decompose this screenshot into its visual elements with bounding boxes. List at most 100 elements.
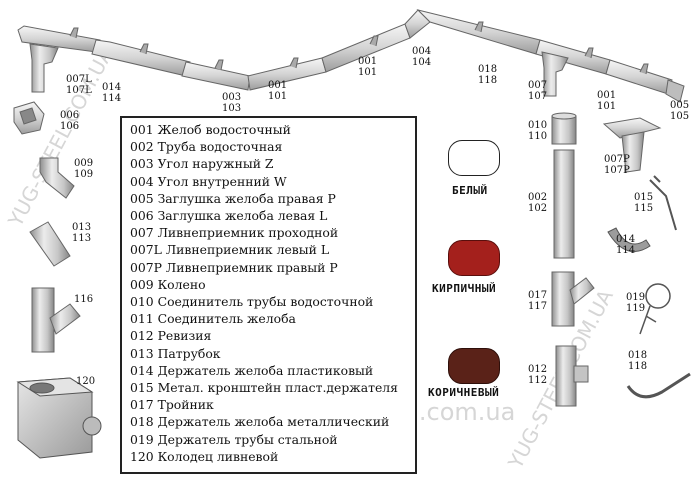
code-118a: 118 [478, 75, 497, 86]
downpipe-002 [553, 149, 575, 259]
legend-item: 012 Ревизия [130, 328, 212, 344]
legend-item: 011 Соединитель желоба [130, 311, 296, 327]
legend-item: 002 Труба водосточная [130, 139, 283, 155]
parts-legend: 001 Желоб водосточный 002 Труба водосточн… [120, 116, 417, 474]
code-103: 103 [222, 103, 241, 114]
code-113: 113 [72, 233, 91, 244]
code-114a: 114 [102, 93, 121, 104]
color-swatch-white [448, 140, 500, 176]
legend-item: 003 Угол наружный Z [130, 156, 274, 172]
code-017: 017 [528, 290, 547, 301]
code-014a: 014 [102, 82, 121, 93]
code-006: 006 [60, 110, 79, 121]
legend-item: 014 Держатель желоба пластиковый [130, 362, 374, 378]
code-005: 005 [670, 100, 689, 111]
bracket-015 [649, 175, 677, 231]
color-swatch-brown [448, 348, 500, 384]
code-012: 012 [528, 364, 547, 375]
legend-item: 001 Желоб водосточный [130, 122, 291, 137]
code-105: 105 [670, 111, 689, 122]
code-002: 002 [528, 192, 547, 203]
legend-item: 015 Метал. кронштейн пласт.держателя [130, 380, 398, 396]
code-018a: 018 [478, 64, 497, 75]
code-112: 112 [528, 375, 547, 386]
color-label-brick: КИРПИЧНЫЙ [432, 282, 497, 295]
watermark-side-left: YUG-STEEL.COM.UA [3, 43, 118, 231]
code-106: 106 [60, 121, 79, 132]
revision-012 [555, 345, 589, 407]
pipe-clamp-019 [639, 283, 671, 335]
code-119: 119 [626, 303, 645, 314]
end-cap-006 [13, 101, 45, 135]
code-007p: 007P [604, 154, 630, 165]
legend-item: 010 Соединитель трубы водосточной [130, 294, 374, 310]
code-109: 109 [74, 169, 93, 180]
legend-item: 017 Тройник [130, 397, 214, 413]
color-label-white: БЕЛЫЙ [452, 184, 488, 197]
code-107l: 107L [66, 85, 92, 96]
code-118b: 118 [628, 361, 647, 372]
tee-116 [31, 287, 81, 353]
legend-item: 007P Ливнеприемник правый P [130, 259, 338, 275]
code-001c: 001 [597, 90, 616, 101]
code-116: 116 [74, 294, 93, 305]
legend-item: 007 Ливнеприемник проходной [130, 225, 339, 241]
tee-017 [551, 271, 595, 327]
legend-item: 005 Заглушка желоба правая P [130, 190, 336, 206]
gutter-run [17, 9, 685, 103]
legend-item: 018 Держатель желоба металлический [130, 414, 390, 430]
code-007: 007 [528, 80, 547, 91]
code-107p: 107P [604, 165, 630, 176]
code-013: 013 [72, 222, 91, 233]
code-101a: 101 [268, 91, 287, 102]
code-014b: 014 [616, 234, 635, 245]
code-120: 120 [76, 376, 95, 387]
code-101b: 101 [358, 67, 377, 78]
code-107: 107 [528, 91, 547, 102]
legend-item: 120 Колодец ливневой [130, 448, 279, 464]
legend-item: 013 Патрубок [130, 345, 221, 361]
legend-item: 006 Заглушка желоба левая L [130, 208, 328, 224]
code-104: 104 [412, 57, 431, 68]
code-009: 009 [74, 158, 93, 169]
code-001a: 001 [268, 80, 287, 91]
code-003: 003 [222, 92, 241, 103]
code-004: 004 [412, 46, 431, 57]
color-label-brown: КОРИЧНЕВЫЙ [428, 386, 500, 399]
code-115: 115 [634, 203, 653, 214]
legend-item: 004 Угол внутренний W [130, 173, 287, 189]
pipe-connector-010 [551, 112, 577, 145]
code-010: 010 [528, 120, 547, 131]
outlet-007p [602, 117, 662, 173]
catch-basin-120 [16, 377, 102, 459]
elbow-009 [39, 157, 75, 199]
plastic-holder-014 [607, 227, 651, 253]
code-117: 117 [528, 301, 547, 312]
code-102: 102 [528, 203, 547, 214]
code-007l: 007L [66, 74, 92, 85]
code-110: 110 [528, 131, 547, 142]
legend-item: 019 Держатель трубы стальной [130, 431, 338, 447]
